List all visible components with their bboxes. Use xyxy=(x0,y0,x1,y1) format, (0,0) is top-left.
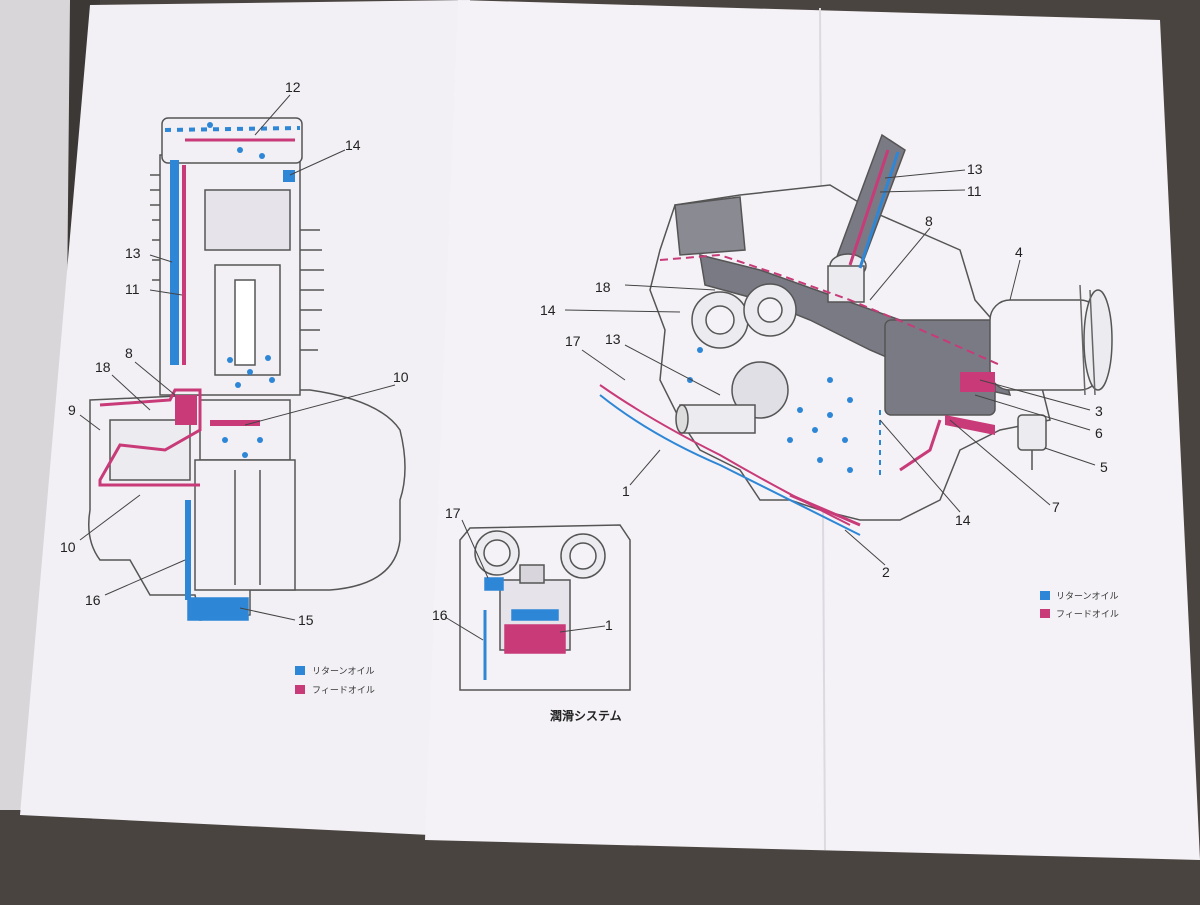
inset-pump-detail xyxy=(459,524,631,691)
return-line-17 xyxy=(599,394,861,536)
inset-bore-left-hole xyxy=(483,539,511,567)
bearing-hole-b xyxy=(757,297,783,323)
label-10-top: 10 xyxy=(393,369,409,385)
piston xyxy=(204,189,291,251)
legend-return-text: リターンオイル xyxy=(312,666,375,676)
inset-return-rotor xyxy=(511,609,559,621)
inset-label-1: 1 xyxy=(605,617,613,633)
label-r14b: 14 xyxy=(955,512,971,528)
inset-label-16: 16 xyxy=(432,607,448,623)
left-leader-lines xyxy=(79,94,396,621)
oil-drops-left xyxy=(207,122,275,458)
legend-feed-text-right: フィードオイル xyxy=(1056,609,1119,619)
label-r7: 7 xyxy=(1052,499,1060,515)
pump-housing xyxy=(884,319,996,416)
inset-bore-right-hole xyxy=(569,542,597,570)
label-9: 9 xyxy=(68,402,76,418)
right-engine-diagram xyxy=(649,133,1113,521)
legend-feed-swatch-right xyxy=(1040,609,1050,618)
inset-return-port-17 xyxy=(484,577,504,591)
right-leader-lines xyxy=(564,169,1096,566)
drive-gear xyxy=(731,361,789,419)
label-r13: 13 xyxy=(967,161,983,177)
label-r17: 17 xyxy=(565,333,581,349)
right-oil-paths xyxy=(599,149,1001,536)
label-r4: 4 xyxy=(1015,244,1023,260)
label-18: 18 xyxy=(95,359,111,375)
return-line-16 xyxy=(185,500,191,600)
inset-pump-cap xyxy=(519,564,545,584)
diagram-caption: 潤滑システム xyxy=(550,708,622,723)
outlet-line-2 xyxy=(789,493,861,527)
right-legend: リターンオイル フィードオイル xyxy=(1040,591,1119,619)
relief-path-7 xyxy=(899,419,942,472)
inset-leader-lines xyxy=(444,519,606,641)
lower-crankcase xyxy=(194,459,296,591)
feed-oil-pipe-11 xyxy=(182,165,186,365)
bearing-hole-a xyxy=(705,305,735,335)
oil-pump-feed-8 xyxy=(175,395,197,425)
oil-drops-right xyxy=(687,347,853,473)
head-return-drops xyxy=(164,126,301,132)
rod-center xyxy=(234,279,256,366)
legend-feed-text: フィードオイル xyxy=(312,685,375,695)
label-r1: 1 xyxy=(622,483,630,499)
legend-feed-swatch xyxy=(295,685,305,694)
relief-valve-7 xyxy=(945,415,995,435)
label-r5: 5 xyxy=(1100,459,1108,475)
inset-feed-rotor xyxy=(504,624,566,654)
gallery-feed-18 xyxy=(659,253,1001,366)
label-r13b: 13 xyxy=(605,331,621,347)
label-r6: 6 xyxy=(1095,425,1103,441)
left-legend: リターンオイル フィードオイル xyxy=(295,666,375,695)
label-11: 11 xyxy=(125,281,140,297)
inset-number-labels: 17 16 1 xyxy=(432,505,613,633)
label-14: 14 xyxy=(345,137,361,153)
label-15: 15 xyxy=(298,612,314,628)
label-r14a: 14 xyxy=(540,302,556,318)
inset-label-17: 17 xyxy=(445,505,461,521)
left-number-labels: 12 14 13 11 8 18 9 10 10 16 15 xyxy=(60,79,409,628)
cooling-fins xyxy=(150,174,324,351)
label-r3: 3 xyxy=(1095,403,1103,419)
feed-path-11 xyxy=(848,149,890,266)
left-oil-paths xyxy=(98,122,301,600)
legend-return-swatch-right xyxy=(1040,591,1050,600)
label-8: 8 xyxy=(125,345,133,361)
crank-feed-10 xyxy=(210,420,260,426)
oil-filter-4 xyxy=(989,284,1113,396)
label-r11: 11 xyxy=(967,183,982,199)
gear-housing xyxy=(109,419,191,481)
label-10-bottom: 10 xyxy=(60,539,76,555)
crank-web xyxy=(199,399,291,461)
pressure-switch-5 xyxy=(1017,414,1047,451)
crankshaft-stub xyxy=(679,404,756,434)
return-path-13 xyxy=(858,151,900,269)
top-plate xyxy=(674,196,746,256)
return-outlet-14 xyxy=(283,170,295,182)
return-oil-pipe-13 xyxy=(170,160,179,365)
relief-spring-3 xyxy=(960,372,995,392)
feed-oil-circuit-9 xyxy=(98,388,202,487)
label-r18: 18 xyxy=(595,279,611,295)
oil-sump-15 xyxy=(187,597,249,621)
legend-return-swatch xyxy=(295,666,305,675)
right-number-labels: 13 11 8 4 18 14 17 13 3 6 5 7 1 14 2 xyxy=(540,161,1108,580)
crankshaft-end xyxy=(675,404,689,434)
label-r8: 8 xyxy=(925,213,933,229)
legend-return-text-right: リターンオイル xyxy=(1056,591,1119,601)
label-16: 16 xyxy=(85,592,101,608)
label-r2: 2 xyxy=(882,564,890,580)
label-12: 12 xyxy=(285,79,301,95)
label-13: 13 xyxy=(125,245,141,261)
